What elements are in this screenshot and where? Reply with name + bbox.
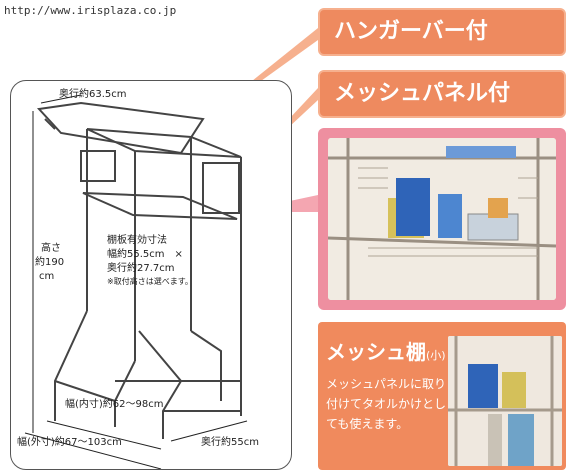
callout-hanger-bar: ハンガーバー付	[318, 8, 566, 56]
middle-shelf	[82, 192, 238, 220]
dim-height-1: 高さ	[41, 243, 61, 254]
product-photo-illustration	[328, 138, 556, 300]
dim-shelf-label-1: 棚板有効寸法	[107, 235, 167, 246]
dim-shelf-note: ※取付高さは選べます。	[107, 277, 193, 286]
rack-drawing	[24, 94, 248, 469]
top-shelf	[86, 128, 242, 158]
dim-depth-bottom: 奥行約55cm	[201, 437, 259, 448]
mesh-shelf-small-photo	[448, 336, 562, 466]
mesh-shelf-small-card: メッシュ棚(小) メッシュパネルに取り付けてタオルかけとしても使えます。	[318, 322, 566, 470]
dim-height-3: cm	[39, 271, 55, 282]
hanger-bar	[36, 101, 205, 155]
dim-height-2: 約190	[35, 257, 65, 268]
mesh-shelf-title-sub: (小)	[426, 349, 446, 362]
dim-inner-width: 幅(内寸)約62〜98cm	[65, 399, 164, 410]
callout-mesh-panel: メッシュパネル付	[318, 70, 566, 118]
mesh-shelf-photo-frame	[318, 128, 566, 310]
mesh-shelf-title: メッシュ棚(小)	[326, 336, 446, 365]
mesh-panel-left	[80, 150, 116, 182]
mesh-shelf-title-text: メッシュ棚	[326, 340, 426, 364]
small-photo-illustration	[448, 336, 562, 466]
dim-shelf-label-2: 幅約55.5cm ×	[107, 249, 183, 260]
dim-outer-width: 幅(外寸)約67〜103cm	[17, 437, 122, 448]
mesh-shelf-description: メッシュパネルに取り付けてタオルかけとしても使えます。	[326, 377, 447, 431]
dim-depth-top: 奥行約63.5cm	[59, 89, 127, 100]
mesh-panel-right	[202, 162, 240, 214]
dim-shelf-label-3: 奥行約27.7cm	[107, 263, 175, 274]
rack-diagram-panel: 奥行約63.5cm 棚板有効寸法 幅約55.5cm × 奥行約27.7cm ※取…	[10, 80, 292, 470]
site-url: http://www.irisplaza.co.jp	[4, 4, 177, 17]
mesh-shelf-photo	[328, 138, 556, 300]
